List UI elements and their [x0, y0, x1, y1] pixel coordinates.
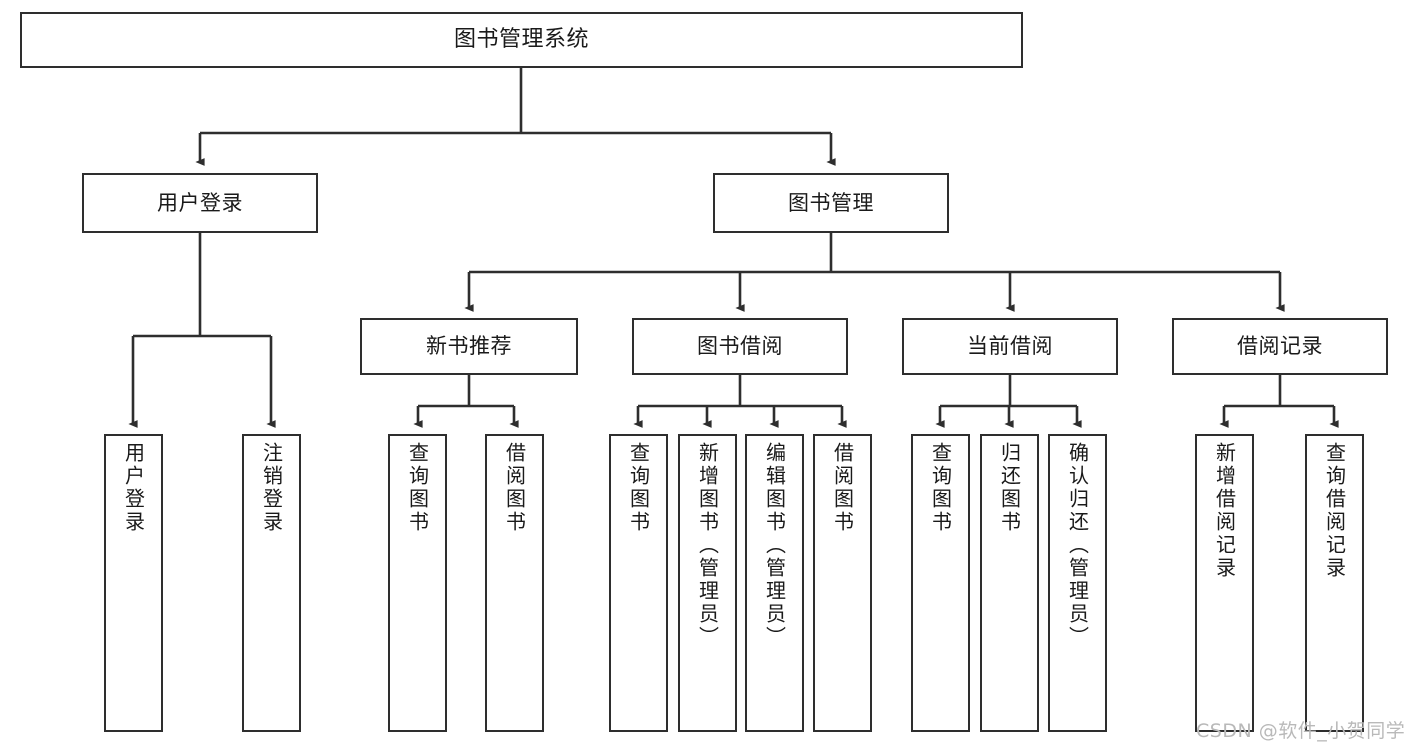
leaf-confirm-return-admin[interactable]: 确认归还（管理员）	[1048, 434, 1107, 732]
leaf-query-book-current[interactable]: 查询图书	[911, 434, 970, 732]
leaf-query-book-recommend-label: 查询图书	[405, 442, 430, 534]
leaf-add-book-admin-label: 新增图书（管理员）	[695, 442, 720, 649]
node-user-login[interactable]: 用户登录	[82, 173, 318, 233]
leaf-logout[interactable]: 注销登录	[242, 434, 301, 732]
node-book-borrow-label: 图书借阅	[697, 334, 783, 359]
node-book-borrow[interactable]: 图书借阅	[632, 318, 848, 375]
node-user-login-label: 用户登录	[157, 190, 243, 215]
leaf-query-book-current-label: 查询图书	[928, 442, 953, 534]
leaf-query-borrow-record-label: 查询借阅记录	[1322, 442, 1347, 580]
leaf-query-book-borrow-label: 查询图书	[626, 442, 651, 534]
node-root-label: 图书管理系统	[453, 27, 589, 53]
node-book-management[interactable]: 图书管理	[713, 173, 949, 233]
leaf-add-book-admin[interactable]: 新增图书（管理员）	[678, 434, 737, 732]
leaf-borrow-book[interactable]: 借阅图书	[813, 434, 872, 732]
node-book-management-label: 图书管理	[788, 190, 874, 215]
node-current-borrow-label: 当前借阅	[967, 334, 1053, 359]
leaf-return-book-label: 归还图书	[997, 442, 1022, 534]
leaf-logout-label: 注销登录	[259, 442, 284, 534]
leaf-borrow-book-recommend[interactable]: 借阅图书	[485, 434, 544, 732]
leaf-edit-book-admin[interactable]: 编辑图书（管理员）	[745, 434, 804, 732]
csdn-watermark: CSDN @软件_小贺同学	[1196, 720, 1405, 742]
leaf-user-login[interactable]: 用户登录	[104, 434, 163, 732]
node-new-book-recommend[interactable]: 新书推荐	[360, 318, 578, 375]
leaf-borrow-book-recommend-label: 借阅图书	[502, 442, 527, 534]
node-borrow-record[interactable]: 借阅记录	[1172, 318, 1388, 375]
node-borrow-record-label: 借阅记录	[1237, 334, 1323, 359]
leaf-edit-book-admin-label: 编辑图书（管理员）	[762, 442, 787, 649]
node-new-book-recommend-label: 新书推荐	[426, 334, 512, 359]
leaf-add-borrow-record[interactable]: 新增借阅记录	[1195, 434, 1254, 732]
leaf-query-borrow-record[interactable]: 查询借阅记录	[1305, 434, 1364, 732]
leaf-return-book[interactable]: 归还图书	[980, 434, 1039, 732]
leaf-borrow-book-label: 借阅图书	[830, 442, 855, 534]
leaf-query-book-recommend[interactable]: 查询图书	[388, 434, 447, 732]
leaf-add-borrow-record-label: 新增借阅记录	[1212, 442, 1237, 580]
leaf-user-login-label: 用户登录	[121, 442, 146, 534]
leaf-query-book-borrow[interactable]: 查询图书	[609, 434, 668, 732]
leaf-confirm-return-admin-label: 确认归还（管理员）	[1065, 442, 1090, 649]
node-root[interactable]: 图书管理系统	[20, 12, 1023, 68]
node-current-borrow[interactable]: 当前借阅	[902, 318, 1118, 375]
